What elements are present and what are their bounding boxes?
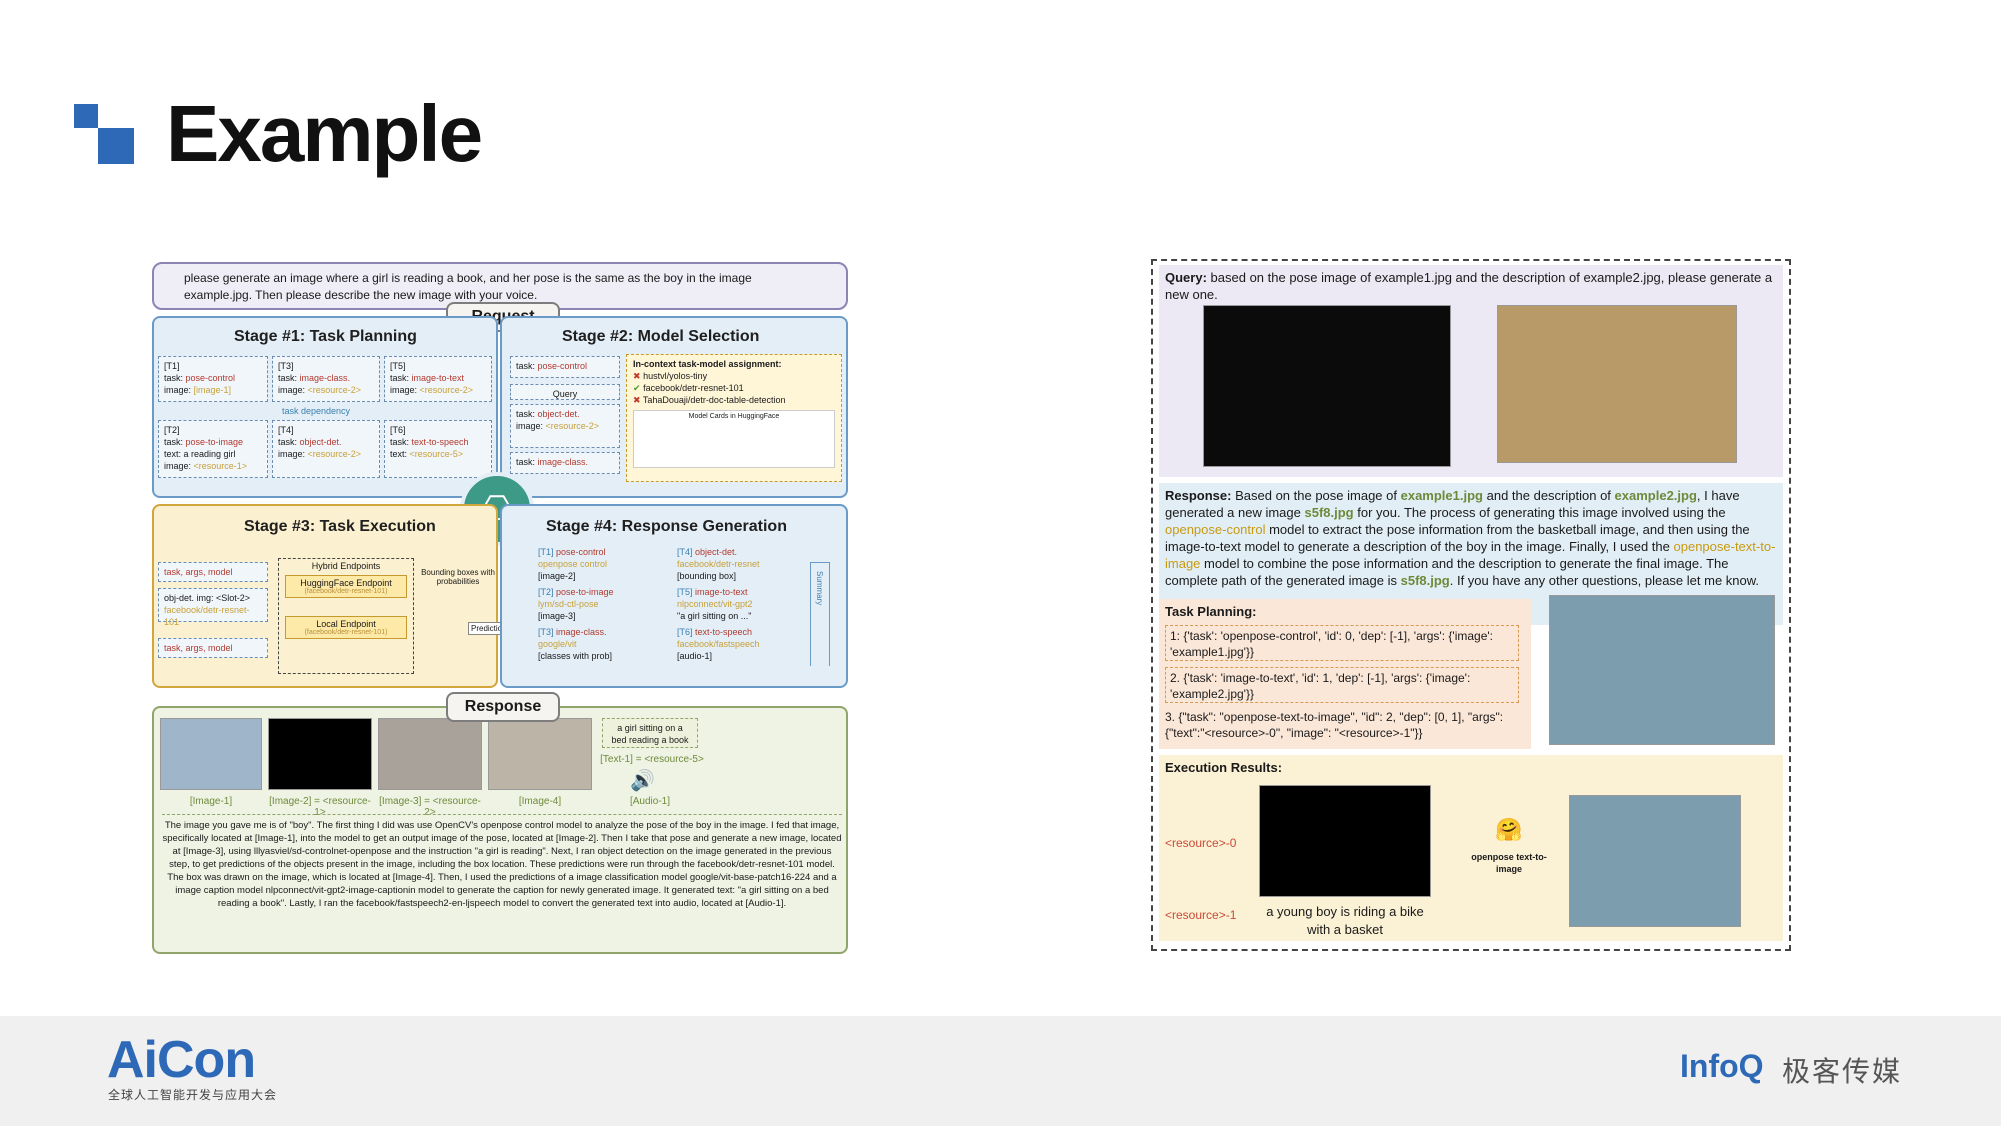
infoq-logo: InfoQ <box>1680 1048 1764 1084</box>
stage2-panel: Stage #2: Model Selection task: pose-con… <box>500 316 848 498</box>
audio-icon: 🔊 <box>630 770 655 792</box>
response-image-1 <box>160 718 262 790</box>
caption-audio: [Audio-1] <box>629 796 671 807</box>
task-card-t3: [T3] task: image-class. image: <resource… <box>272 356 380 402</box>
final-generated-image <box>1569 795 1741 927</box>
footer-bar <box>0 1016 2001 1126</box>
text-result: a girl sitting on a bed reading a book <box>602 718 698 748</box>
exec-card-1: task, args, model <box>158 562 268 582</box>
task-card-t1: [T1] task: pose-control image: [image-1] <box>158 356 268 402</box>
stage2-task-imgclass: task: image-class. <box>510 452 620 474</box>
title-square-large <box>74 104 98 128</box>
execution-section: Execution Results: <resource>-0 <resourc… <box>1159 755 1783 941</box>
response-panel: a girl sitting on a bed reading a book [… <box>152 706 848 954</box>
stage2-query: Query <box>510 384 620 400</box>
local-endpoint: Local Endpoint (facebook/detr-resnet-101… <box>285 616 407 639</box>
task-plan-3: 3. {"task": "openpose-text-to-image", "i… <box>1165 710 1504 740</box>
stage2-task-pose: task: pose-control <box>510 356 620 378</box>
exec-model-label: openpose text-to-image <box>1471 852 1547 874</box>
caption-image-3: [Image-3] = <resource-2> <box>379 796 481 818</box>
geek-media-logo: 极客传媒 <box>1782 1056 1903 1087</box>
response-label: Response <box>446 692 560 722</box>
hybrid-endpoints: Hybrid Endpoints HuggingFace Endpoint (f… <box>278 558 414 674</box>
response-paragraph: The image you gave me is of "boy". The f… <box>162 814 842 910</box>
aicon-logo: AiCon <box>107 1031 256 1089</box>
response-image-4 <box>488 718 592 790</box>
task-dependency-label: task dependency <box>282 406 351 416</box>
slide-title: Example <box>166 89 483 178</box>
response-image-3 <box>378 718 482 790</box>
generated-image-top <box>1549 595 1775 745</box>
hugginggpt-workflow-figure: please generate an image where a girl is… <box>152 262 852 955</box>
title-square-small <box>98 128 134 164</box>
summary-arrow: Summary <box>810 562 830 666</box>
caption-image-1: [Image-1] <box>189 796 233 807</box>
resource-1-label: <resource>-1 <box>1165 908 1237 922</box>
task-card-t6: [T6] task: text-to-speech text: <resourc… <box>384 420 492 478</box>
example2-image <box>1497 305 1737 463</box>
stage2-title: Stage #2: Model Selection <box>562 328 760 345</box>
text-ref: [Text-1] = <resource-5> <box>600 754 704 765</box>
task-planning-section: Task Planning: 1: {'task': 'openpose-con… <box>1159 599 1531 749</box>
example-response-figure: Query: based on the pose image of exampl… <box>1151 259 1791 951</box>
caption-image-4: [Image-4] <box>518 796 562 807</box>
model-assignment-box: In-context task-model assignment: ✖ hust… <box>626 354 842 482</box>
stage4-panel: Stage #4: Response Generation [T1] pose-… <box>500 504 848 688</box>
stage3-panel: Stage #3: Task Execution task, args, mod… <box>152 504 514 688</box>
bounding-boxes-label: Bounding boxes with probabilities <box>421 568 495 586</box>
caption-image-2: [Image-2] = <resource-1> <box>269 796 371 818</box>
task-plan-1: 1: {'task': 'openpose-control', 'id': 0,… <box>1165 625 1519 661</box>
model-cards: Model Cards in HuggingFace <box>633 410 835 468</box>
task-card-t2: [T2] task: pose-to-image text: a reading… <box>158 420 268 478</box>
hf-endpoint: HuggingFace Endpoint (facebook/detr-resn… <box>285 575 407 598</box>
exec-card-3: task, args, model <box>158 638 268 658</box>
stage4-title: Stage #4: Response Generation <box>546 518 787 535</box>
response-image-2 <box>268 718 372 790</box>
stage3-title: Stage #3: Task Execution <box>244 518 436 535</box>
aicon-subtitle: 全球人工智能开发与应用大会 <box>108 1088 278 1102</box>
task-plan-2: 2. {'task': 'image-to-text', 'id': 1, 'd… <box>1165 667 1519 703</box>
right-query-section: Query: based on the pose image of exampl… <box>1159 265 1783 477</box>
hf-emoji-icon: 🤗 <box>1495 817 1523 842</box>
task-card-t5: [T5] task: image-to-text image: <resourc… <box>384 356 492 402</box>
stage1-title: Stage #1: Task Planning <box>234 328 417 345</box>
example1-image <box>1203 305 1451 467</box>
task-card-t4: [T4] task: object-det. image: <resource-… <box>272 420 380 478</box>
exec-card-2: obj-det. img: <Slot-2> facebook/detr-res… <box>158 588 268 627</box>
stage1-panel: Stage #1: Task Planning [T1] task: pose-… <box>152 316 498 498</box>
exec-caption: a young boy is riding a bike with a bask… <box>1266 904 1424 937</box>
resource-0-label: <resource>-0 <box>1165 836 1237 850</box>
stage2-task-objdet: task: object-det. image: <resource-2> <box>510 404 620 448</box>
pose-skeleton-image <box>1259 785 1431 897</box>
